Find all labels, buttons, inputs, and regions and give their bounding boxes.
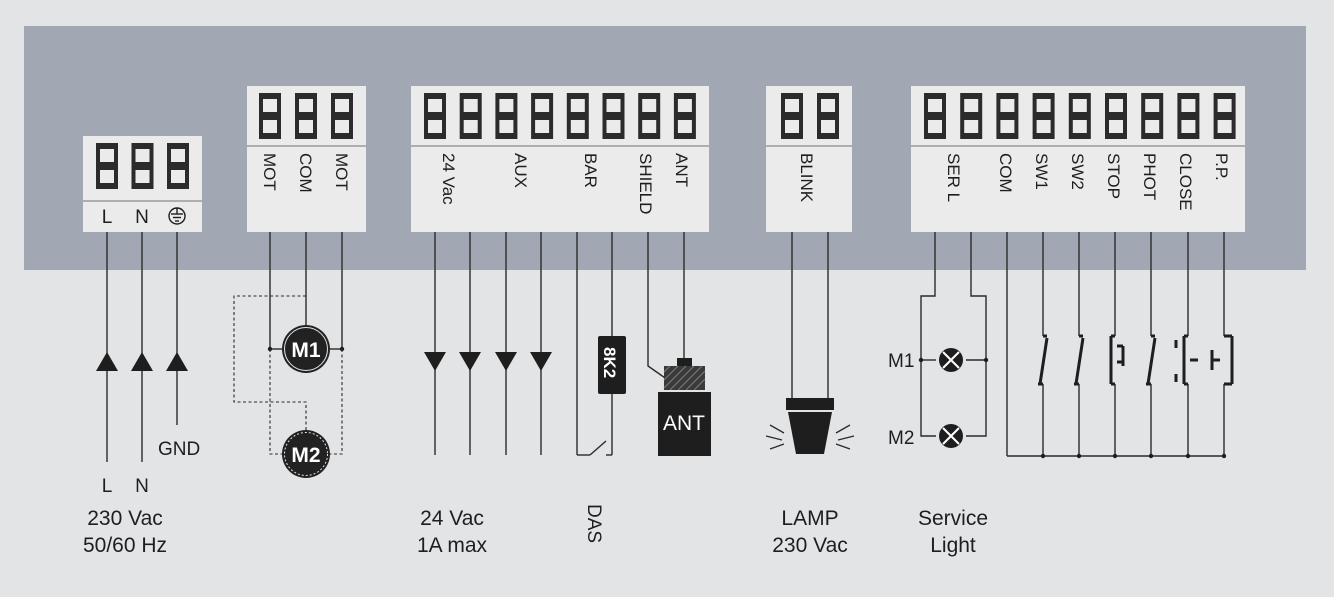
- output-arrow-icon: [459, 352, 481, 371]
- terminal-label-mot-2: MOT: [332, 153, 351, 191]
- terminal-label-blink: BLINK: [797, 153, 816, 203]
- terminal-label-stop: STOP: [1104, 153, 1123, 199]
- power-caption-line2: 50/60 Hz: [83, 534, 167, 557]
- service-lamp-m2-icon: [939, 424, 963, 448]
- antenna-icon: ANT: [658, 358, 711, 456]
- terminal-screw-icon: [817, 93, 839, 139]
- terminal-label-sw1: SW1: [1032, 153, 1051, 190]
- terminal-screw-icon: [924, 93, 946, 139]
- input-switch-icon: [1146, 232, 1157, 459]
- service-light-wires: [918, 232, 989, 437]
- input-arrow-icon: [131, 352, 153, 371]
- gnd-label: GND: [158, 439, 200, 460]
- terminal-screw-icon: [1213, 93, 1236, 139]
- resistor-8k2-icon: 8K2: [598, 336, 626, 394]
- terminal-screw-icon: [1068, 93, 1091, 139]
- terminal-screw-icon: [259, 93, 281, 139]
- terminal-screw-icon: [673, 93, 696, 139]
- terminal-screw-icon: [131, 143, 154, 189]
- input-switch-icon: [1174, 232, 1198, 459]
- power-wires: [96, 232, 188, 462]
- terminal-label-bar: BAR: [581, 153, 600, 188]
- das-caption: DAS: [583, 504, 604, 543]
- terminal-screw-icon: [295, 93, 317, 139]
- lamp-icon: [765, 398, 855, 454]
- terminal-screw-icon: [96, 143, 118, 189]
- input-arrow-icon: [166, 352, 188, 371]
- accessory-caption-line1: 24 Vac: [420, 507, 484, 530]
- accessory-caption-line2: 1A max: [417, 534, 488, 557]
- service-light-m1-label: M1: [888, 351, 914, 372]
- terminal-screw-icon: [781, 93, 803, 139]
- lamp-caption-line1: LAMP: [781, 507, 838, 530]
- terminal-label-pp: P.P.: [1212, 153, 1231, 181]
- output-arrow-icon: [424, 352, 446, 371]
- input-switch-icon: [1074, 232, 1085, 459]
- accessory-wires: [424, 232, 685, 456]
- motor-m2-icon: M2: [282, 430, 330, 478]
- terminal-screw-icon: [602, 93, 625, 139]
- terminal-screw-icon: [531, 93, 554, 139]
- terminal-block-motor: [247, 86, 366, 232]
- service-light-caption-line2: Light: [930, 534, 976, 557]
- terminal-screw-icon: [996, 93, 1019, 139]
- terminal-screw-icon: [1032, 93, 1055, 139]
- terminal-label-mot-1: MOT: [260, 153, 279, 191]
- input-wires: [1006, 232, 1234, 459]
- motor-wires: [233, 232, 345, 455]
- terminal-label-n: N: [135, 207, 149, 228]
- motor-m1-icon: M1: [282, 325, 330, 373]
- power-caption-line1: 230 Vac: [87, 507, 163, 530]
- terminal-block-power: [83, 136, 202, 232]
- output-arrow-icon: [495, 352, 517, 371]
- terminal-label-l: L: [102, 207, 113, 228]
- terminal-screw-icon: [331, 93, 353, 139]
- input-switch-icon: [1210, 232, 1234, 459]
- terminal-label-shield: SHIELD: [636, 153, 655, 214]
- terminal-screw-icon: [960, 93, 983, 139]
- service-lamp-m1-icon: [939, 348, 963, 372]
- input-switch-icon: [1038, 232, 1049, 459]
- wire-label-n: N: [135, 476, 149, 497]
- terminal-label-24vac: 24 Vac: [439, 153, 458, 205]
- lamp-caption-line2: 230 Vac: [772, 534, 848, 557]
- terminal-screw-icon: [167, 143, 189, 189]
- service-light-m2-label: M2: [888, 428, 914, 449]
- terminal-screw-icon: [1141, 93, 1164, 139]
- terminal-label-close: CLOSE: [1176, 153, 1195, 211]
- terminal-label-phot: PHOT: [1140, 153, 1159, 200]
- motor-m2-label: M2: [291, 444, 320, 467]
- terminal-label-sw2: SW2: [1068, 153, 1087, 190]
- lamp-wires: [791, 232, 829, 398]
- terminal-screw-icon: [1105, 93, 1127, 139]
- wire-label-l: L: [102, 476, 113, 497]
- terminal-screw-icon: [424, 93, 446, 139]
- service-light-caption-line1: Service: [918, 507, 988, 530]
- terminal-label-ser-l: SER L: [944, 153, 963, 202]
- terminal-label-com-inputs: COM: [996, 153, 1015, 193]
- input-arrow-icon: [96, 352, 118, 371]
- resistor-label: 8K2: [600, 347, 619, 378]
- terminal-screw-icon: [1177, 93, 1200, 139]
- terminal-screw-icon: [459, 93, 482, 139]
- terminal-screw-icon: [638, 93, 661, 139]
- terminal-label-aux: AUX: [511, 153, 530, 188]
- terminal-screw-icon: [495, 93, 518, 139]
- terminal-screw-icon: [566, 93, 589, 139]
- output-arrow-icon: [530, 352, 552, 371]
- terminal-label-com: COM: [296, 153, 315, 193]
- terminal-label-ant: ANT: [672, 153, 691, 187]
- motor-m1-label: M1: [291, 339, 320, 362]
- input-switch-icon: [1109, 232, 1125, 459]
- terminal-block-inputs: [911, 86, 1245, 232]
- terminal-block-blink: [766, 86, 852, 232]
- earth-symbol-icon: [168, 207, 186, 225]
- terminal-block-accessories: [411, 86, 709, 232]
- antenna-label: ANT: [663, 412, 705, 435]
